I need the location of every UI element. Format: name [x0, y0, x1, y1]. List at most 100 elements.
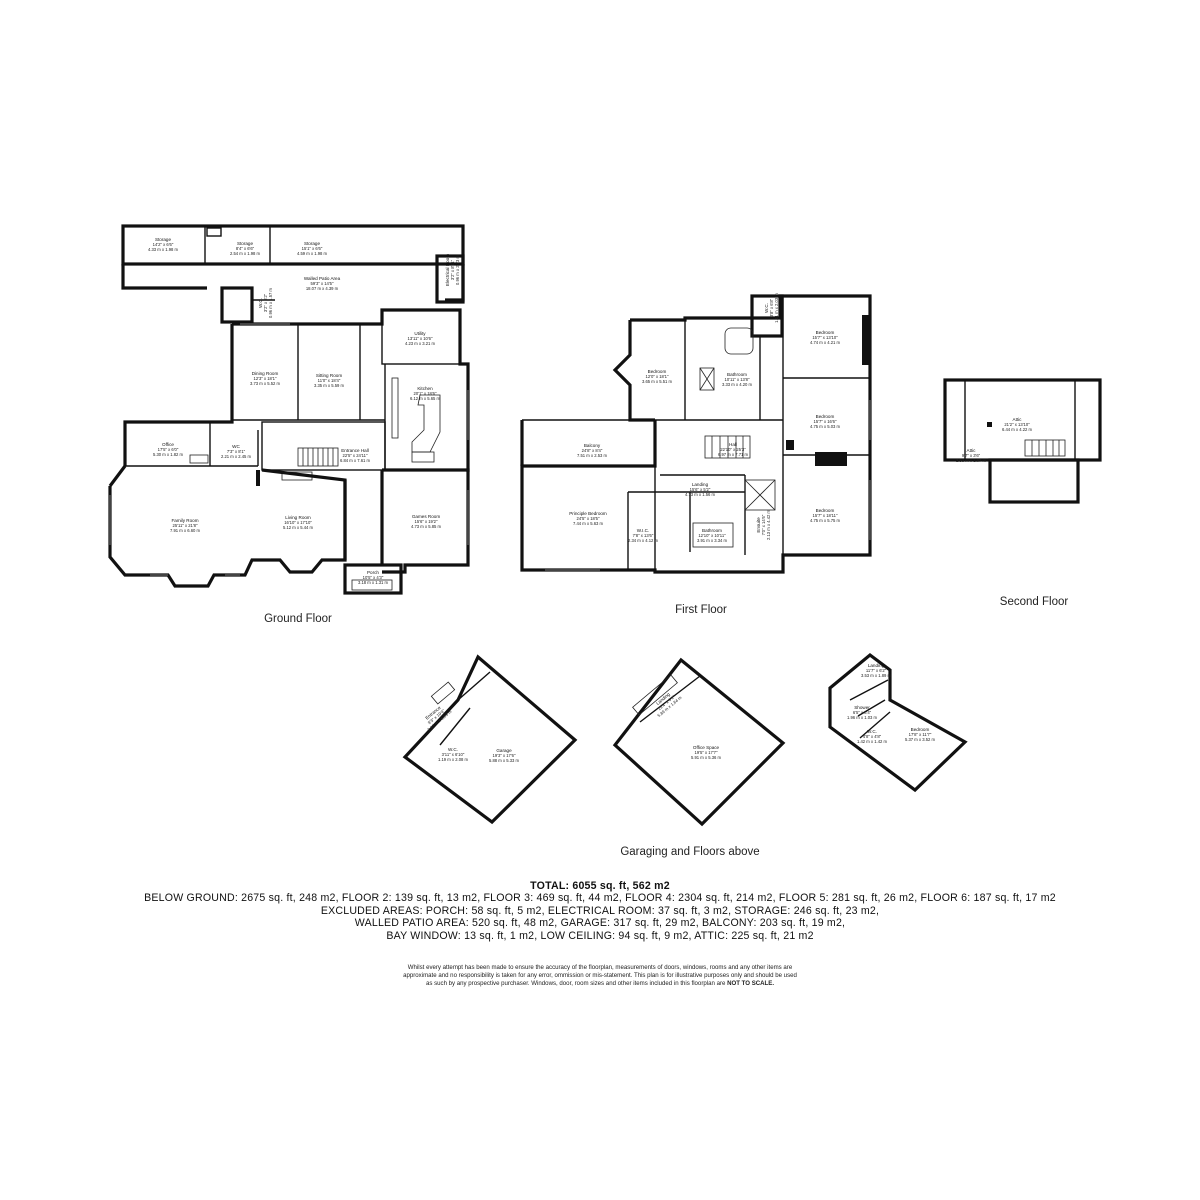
- room-dim2: 4.75 m x 5.03 m: [810, 424, 841, 429]
- room-name: Dining Room: [252, 371, 279, 376]
- room-dim2: 7.44 m x 5.63 m: [573, 521, 604, 526]
- ground-floor-plan: [108, 224, 470, 595]
- room-dim2: 6.12 m x 5.65 m: [410, 396, 441, 401]
- room-dim1: 15'7" x 13'10": [812, 335, 838, 340]
- room-dim2: 2.93 m x 1.07 m: [956, 458, 987, 463]
- room-label-wc-small: W.C.3'2" x 5'2"0.96 m x 1.57 m: [258, 287, 273, 318]
- room-name: Attic: [1013, 417, 1023, 422]
- room-dim2: 2.34 m x 4.12 m: [628, 538, 659, 543]
- room-name: Electrical Room: [445, 254, 450, 286]
- summary-line-4: BAY WINDOW: 13 sq. ft, 1 m2, LOW CEILING…: [386, 929, 814, 942]
- room-dim2: 3.73 m x 5.52 m: [250, 381, 281, 386]
- room-dim1: 17'5" x 6'0": [158, 447, 179, 452]
- room-name: Bedroom: [816, 330, 835, 335]
- room-dim2: 3.33 m x 4.20 m: [722, 382, 753, 387]
- summary-line-1: BELOW GROUND: 2675 sq. ft, 248 m2, FLOOR…: [144, 892, 1056, 905]
- room-dim1: 7'0" x 14'6": [761, 514, 766, 535]
- room-name: Porch: [367, 570, 379, 575]
- room-dim2: 7.51 m x 2.53 m: [577, 453, 608, 458]
- room-name: W.C.: [448, 747, 458, 752]
- room-dim1: 11'7" x 6'2": [866, 668, 887, 673]
- room-dim2: 0.96 m x 2.73 m: [455, 254, 460, 285]
- room-dim2: 4.74 m x 4.21 m: [810, 340, 841, 345]
- room-dim2: 5.91 m x 5.36 m: [691, 755, 722, 760]
- first-floor-label: First Floor: [675, 604, 727, 616]
- room-dim2: 4.23 m x 3.21 m: [405, 341, 436, 346]
- room-dim1: 59'3" x 14'5": [311, 281, 334, 286]
- room-dim2: 1.19 m x 2.08 m: [438, 757, 469, 762]
- room-dim1: 24'5" x 18'5": [577, 516, 600, 521]
- room-dim2: 3.65 m x 5.51 m: [642, 379, 673, 384]
- room-dim2: 4.59 m x 1.98 m: [297, 251, 328, 256]
- room-name: Landing: [692, 482, 709, 487]
- room-dim2: 5.88 m x 5.33 m: [489, 758, 520, 763]
- room-dim2: 5.12 m x 5.44 m: [283, 525, 314, 530]
- room-dim1: 7'8" x 13'6": [633, 533, 654, 538]
- room-dim1: 20'1" x 18'6": [414, 391, 437, 396]
- room-name: Entrance Hall: [341, 448, 369, 453]
- room-name: Bedroom: [816, 508, 835, 513]
- room-name: W.C.: [764, 303, 769, 313]
- room-label-wc-ground: WC7'3" x 8'1"2.21 m x 2.45 m: [221, 444, 252, 459]
- room-dim2: 1.11 m x 2.03 m: [774, 293, 779, 323]
- room-dim2: 2.13 m x 4.42 m: [766, 509, 771, 540]
- room-name: Family Room: [171, 518, 198, 523]
- room-dim1: 3'2" x 8'11": [450, 259, 455, 280]
- room-dim1: 15'6" x 5'2": [690, 487, 711, 492]
- room-name: Bathroom: [702, 528, 722, 533]
- room-dim1: 12'0" x 18'1": [646, 374, 669, 379]
- room-dim2: 3.35 m x 5.59 m: [314, 383, 345, 388]
- room-dim2: 1.42 m x 1.42 m: [857, 739, 888, 744]
- room-dim1: 22'10" x 25'3": [720, 447, 746, 452]
- room-name: Storage: [304, 241, 321, 246]
- room-dim1: 10'5" x 4'3": [363, 575, 384, 580]
- room-name: Living Room: [285, 515, 311, 520]
- room-dim2: 5.30 m x 1.82 m: [153, 452, 184, 457]
- room-name: Office Space: [693, 745, 720, 750]
- room-dim2: 1.96 m x 1.03 m: [847, 715, 878, 720]
- room-dim2: 4.33 m x 1.98 m: [148, 247, 179, 252]
- garaging-label: Garaging and Floors above: [620, 846, 759, 858]
- room-name: Shower: [854, 705, 870, 710]
- room-dim1: 13'11" x 10'6": [408, 336, 433, 341]
- garaging-plans: [402, 652, 968, 827]
- summary-line-3: WALLED PATIO AREA: 520 sq. ft, 48 m2, GA…: [354, 917, 846, 930]
- room-dim2: 4.73 m x 1.56 m: [685, 492, 716, 497]
- room-name: W.C.: [258, 298, 263, 308]
- room-dim2: 6.44 m x 4.22 m: [1002, 427, 1033, 432]
- room-dim1: 9'7" x 3'6": [962, 453, 981, 458]
- room-dim1: 12'3" x 18'1": [254, 376, 277, 381]
- room-label-wc-first: W.C.3'8" x 6'8"1.11 m x 2.03 m: [764, 293, 779, 323]
- room-dim1: 10'11" x 13'8": [725, 377, 750, 382]
- room-dim2: 4.75 m x 5.75 m: [810, 518, 841, 523]
- room-name: W.I.C.: [637, 528, 650, 533]
- room-name: Walled Patio Area: [304, 276, 341, 281]
- room-dim1: 4'8" x 4'8": [863, 734, 882, 739]
- room-name: Principle Bedroom: [569, 511, 607, 516]
- room-dim1: 3'11" x 6'10": [442, 752, 465, 757]
- room-name: WC: [232, 444, 240, 449]
- room-name: Ensuite: [756, 517, 761, 533]
- room-dim1: 17'8" x 11'7": [909, 732, 932, 737]
- room-name: Bathroom: [727, 372, 747, 377]
